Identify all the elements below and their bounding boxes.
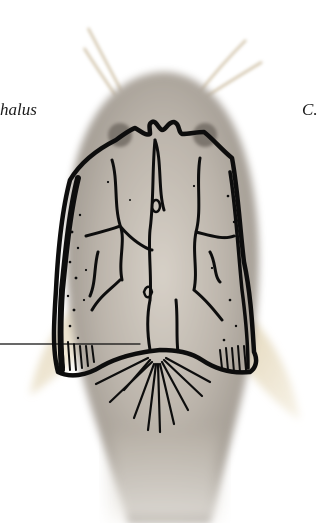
fish-photo bbox=[30, 28, 300, 523]
species-label-left: halus bbox=[0, 100, 37, 120]
species-label-right: C. bbox=[302, 100, 318, 120]
tail-fade bbox=[110, 430, 220, 523]
